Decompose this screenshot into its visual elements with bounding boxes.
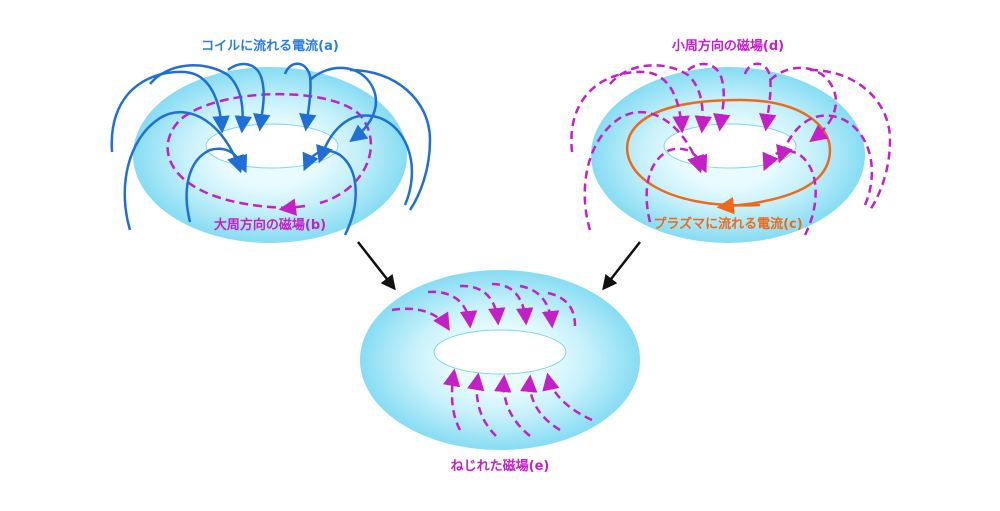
- right-to-center-arrow: [602, 241, 641, 291]
- combine-arrows: [357, 241, 641, 291]
- toroidal-field-arrow: [278, 198, 306, 216]
- center-torus-group: ねじれた磁場(e): [360, 270, 640, 474]
- twisted-field-lines: [391, 282, 593, 437]
- plasma-current-arrow: [716, 196, 751, 215]
- toroidal-field-label: 大周方向の磁場(b): [214, 217, 326, 233]
- right-torus-hole: [663, 123, 797, 169]
- coil-loops: [110, 62, 432, 236]
- toroidal-field-loop: [166, 92, 372, 210]
- poloidal-field-loops: [570, 62, 892, 236]
- twisted-field-label: ねじれた磁場(e): [451, 458, 550, 474]
- coil-current-label: コイルに流れる電流(a): [201, 38, 339, 54]
- poloidal-field-label: 小周方向の磁場(d): [672, 38, 784, 54]
- plasma-current-loop: [625, 98, 832, 207]
- plasma-current-label: プラズマに流れる電流(c): [653, 216, 802, 232]
- left-torus-group: コイルに流れる電流(a) 大周方向の磁場(b): [110, 38, 432, 243]
- left-torus-hole: [205, 123, 339, 169]
- right-torus-group: 小周方向の磁場(d) プラズマに流れる電流(c): [570, 38, 892, 243]
- center-torus-hole: [433, 329, 567, 375]
- left-to-center-arrow: [357, 241, 396, 291]
